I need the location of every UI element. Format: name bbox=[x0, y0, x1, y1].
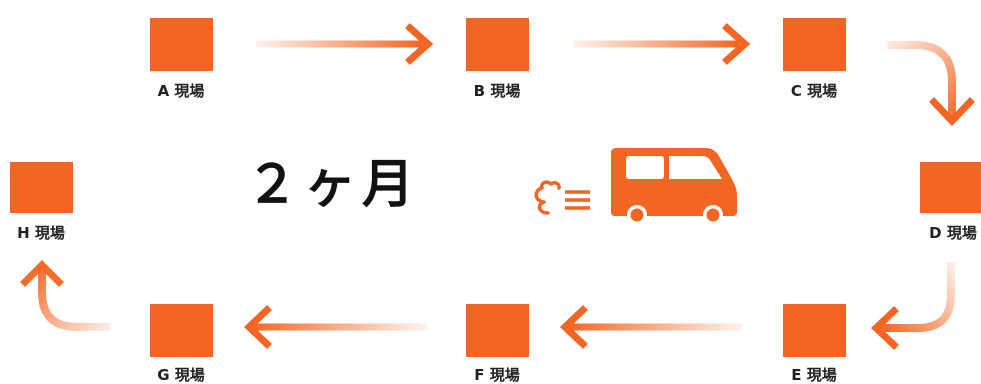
arrow-f-to-g bbox=[243, 305, 427, 349]
arrow-a-to-b bbox=[256, 23, 434, 65]
site-c-label: C 現場 bbox=[790, 82, 838, 100]
duration-label: ２ヶ月 bbox=[246, 155, 421, 215]
site-h-square bbox=[10, 162, 73, 213]
exhaust-cloud-icon bbox=[534, 180, 590, 215]
site-g-square bbox=[150, 304, 213, 357]
site-a-square bbox=[150, 18, 213, 71]
arrow-e-to-f bbox=[559, 305, 743, 349]
site-h-label: H 現場 bbox=[17, 224, 65, 242]
site-c-square bbox=[783, 18, 846, 71]
site-b-square bbox=[466, 18, 529, 71]
arrow-g-to-h bbox=[20, 260, 110, 331]
site-b-label: B 現場 bbox=[473, 82, 521, 100]
site-g-label: G 現場 bbox=[157, 366, 205, 384]
arrow-b-to-c bbox=[573, 23, 751, 65]
site-d-label: D 現場 bbox=[929, 224, 977, 242]
site-e-square bbox=[783, 304, 846, 357]
site-a-label: A 現場 bbox=[157, 82, 205, 100]
site-e-label: E 現場 bbox=[791, 366, 837, 384]
site-f-square bbox=[466, 304, 529, 357]
arrow-c-to-d bbox=[887, 41, 975, 127]
site-f-label: F 現場 bbox=[474, 366, 520, 384]
site-d-square bbox=[920, 162, 981, 213]
van-icon bbox=[611, 148, 737, 225]
arrow-d-to-e bbox=[870, 262, 955, 350]
